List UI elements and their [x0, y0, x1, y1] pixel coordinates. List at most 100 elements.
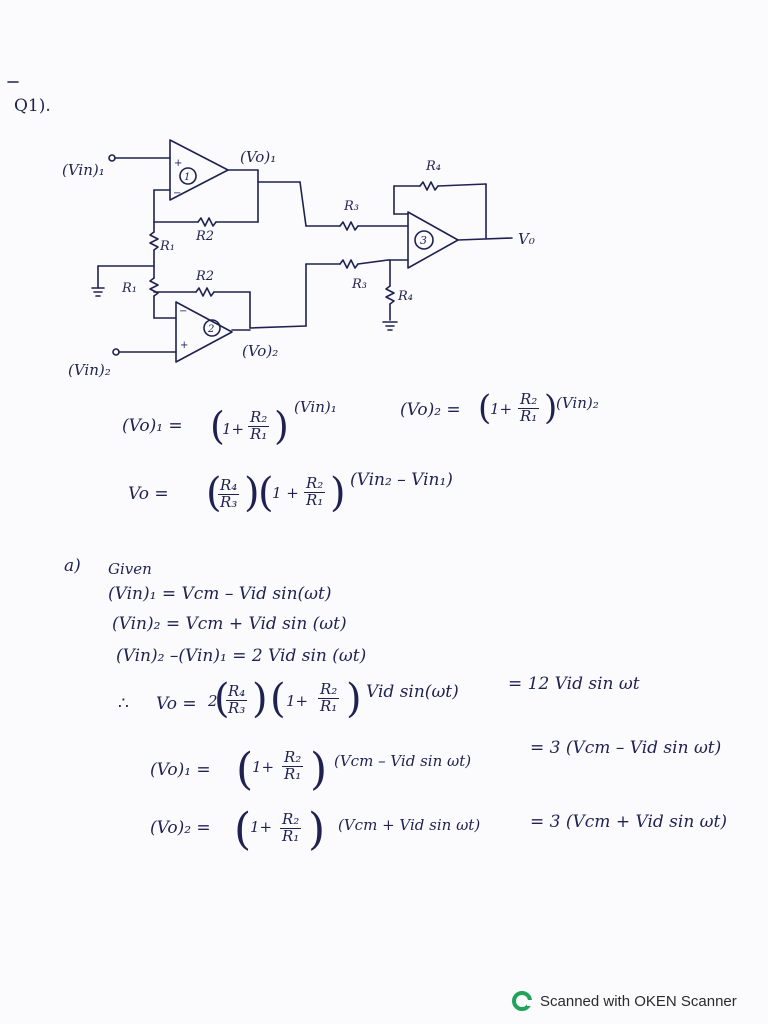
vin1-label: (Vin)₁: [62, 161, 105, 179]
part-a-vo1-result: = 3 (Vcm – Vid sin ωt): [530, 738, 722, 758]
part-a-line2: (Vin)₂ = Vcm + Vid sin (ωt): [112, 614, 347, 634]
formula-vo1-lhs: (Vo)₁ =: [122, 416, 183, 436]
resistor-r4-top: [419, 181, 439, 191]
denominator: R₃: [228, 698, 246, 717]
svg-text:−: −: [179, 306, 187, 317]
part-a-vo-oneplus: 1+: [286, 692, 309, 710]
part-a-given: Given: [108, 560, 152, 578]
part-a-vo2-tail: (Vcm + Vid sin ωt): [338, 816, 481, 834]
paren-open: (: [478, 388, 492, 428]
paren-close: ): [346, 676, 362, 722]
numerator: R₂: [282, 748, 304, 767]
opamp-1-badge: [179, 167, 197, 185]
part-a-label: a): [64, 556, 81, 576]
opamp-1: [169, 139, 229, 201]
formula-vo2-oneplus: 1+: [490, 400, 513, 418]
vo-label: V₀: [518, 230, 535, 248]
formula-vo2-vin: (Vin)₂: [556, 394, 599, 412]
formula-vo-fraction-r2r1: R₂ R₁: [304, 474, 326, 509]
paren-open: (: [210, 404, 225, 448]
part-a-vo-result: = 12 Vid sin ωt: [508, 674, 640, 694]
opamp-1-number: 1: [184, 172, 190, 183]
r4-bottom-label: R₄: [397, 289, 413, 304]
part-a-vo1-tail: (Vcm – Vid sin ωt): [334, 752, 472, 770]
opamp-3-badge: [414, 230, 434, 250]
question-label: Q1).: [14, 96, 51, 116]
vin1-terminal: [108, 154, 116, 162]
paren-open: (: [214, 676, 230, 722]
therefore-symbol: ∴: [118, 694, 129, 714]
formula-vo2-fraction: R₂ R₁: [518, 390, 540, 425]
paren-open: (: [258, 470, 274, 516]
opamp-3: [407, 211, 459, 269]
denominator: R₁: [250, 424, 268, 443]
numerator: R₄: [226, 682, 248, 701]
r1-bottom-label: R₁: [121, 281, 137, 296]
numerator: R₄: [218, 476, 240, 495]
formula-vo1-oneplus: 1+: [222, 420, 245, 438]
formula-vo1-vin: (Vin)₁: [294, 398, 337, 416]
formula-vo2-lhs: (Vo)₂ =: [400, 400, 461, 420]
numerator: R₂: [518, 390, 540, 409]
numerator: R₂: [304, 474, 326, 493]
vin2-label: (Vin)₂: [68, 361, 111, 379]
r1-top-label: R₁: [159, 239, 175, 254]
denominator: R₁: [284, 764, 302, 783]
part-a-vo-tail: Vid sin(ωt): [366, 682, 459, 702]
paren-open: (: [206, 470, 222, 516]
paren-close: ): [308, 804, 326, 855]
part-a-vo2-oneplus: 1+: [250, 818, 273, 836]
formula-vo-oneplus: 1 +: [272, 484, 299, 502]
footer-text: Scanned with OKEN Scanner: [540, 992, 737, 1010]
part-a-vo2-result: = 3 (Vcm + Vid sin ωt): [530, 812, 728, 832]
opamp-2-number: 2: [207, 324, 214, 335]
denominator: R₁: [282, 826, 300, 845]
r4-top-label: R₄: [425, 159, 441, 174]
numerator: R₂: [280, 810, 302, 829]
resistor-r1-top: [149, 231, 159, 251]
r3-bottom-label: R₃: [351, 277, 367, 292]
denominator: R₃: [220, 492, 238, 511]
paren-open: (: [234, 804, 252, 855]
formula-vo1-fraction: R₂ R₁: [248, 408, 270, 443]
part-a-vo2-fraction: R₂ R₁: [280, 810, 302, 845]
svg-text:+: +: [174, 158, 182, 169]
part-a-line3: (Vin)₂ –(Vin)₁ = 2 Vid sin (ωt): [116, 646, 367, 666]
paren-close: ): [244, 470, 260, 516]
vo1-label: (Vo)₁: [240, 148, 276, 166]
part-a-vo2-lhs: (Vo)₂ =: [150, 818, 211, 838]
numerator: R₂: [248, 408, 270, 427]
circuit-diagram: + − − + 1 2 3 (Vin)₁ (Vin)₂ (Vo)₁ (Vo)₂ …: [7, 81, 535, 379]
opamp-3-output: [457, 237, 513, 241]
scanner-footer: Scanned with OKEN Scanner: [512, 988, 737, 1014]
denominator: R₁: [320, 696, 338, 715]
part-a-vo-fraction-r2r1: R₂ R₁: [318, 681, 340, 715]
resistor-r3-top: [339, 221, 359, 231]
paren-close: ): [274, 404, 289, 448]
denominator: R₁: [520, 406, 538, 425]
part-a-vo-two: 2: [208, 692, 218, 710]
svg-text:+: +: [180, 340, 188, 351]
formula-vo-diff: (Vin₂ – Vin₁): [350, 470, 453, 490]
formula-vo-lhs: Vo =: [128, 484, 169, 504]
paren-close: ): [544, 388, 558, 428]
oken-scanner-logo-icon: [512, 991, 533, 1011]
denominator: R₁: [306, 490, 324, 509]
opamp-3-number: 3: [420, 234, 427, 247]
paren-close: ): [330, 470, 346, 516]
formula-vo-fraction-r4r3: R₄ R₃: [218, 476, 240, 511]
r2-top-label: R2: [195, 229, 214, 244]
part-a-line1: (Vin)₁ = Vcm – Vid sin(ωt): [108, 584, 332, 604]
paren-open: (: [236, 744, 254, 795]
resistor-r2-bottom: [195, 287, 215, 297]
part-a-vo-fraction-r4r3: R₄ R₃: [226, 682, 248, 717]
resistor-r3-bottom: [339, 259, 359, 269]
paren-open: (: [270, 676, 286, 722]
paren-close: ): [310, 744, 328, 795]
part-a-vo-lhs: Vo =: [156, 694, 197, 714]
paren-close: ): [252, 676, 268, 722]
resistor-r1-bottom: [149, 277, 159, 297]
vo2-label: (Vo)₂: [242, 342, 278, 360]
part-a-vo1-fraction: R₂ R₁: [282, 748, 304, 783]
